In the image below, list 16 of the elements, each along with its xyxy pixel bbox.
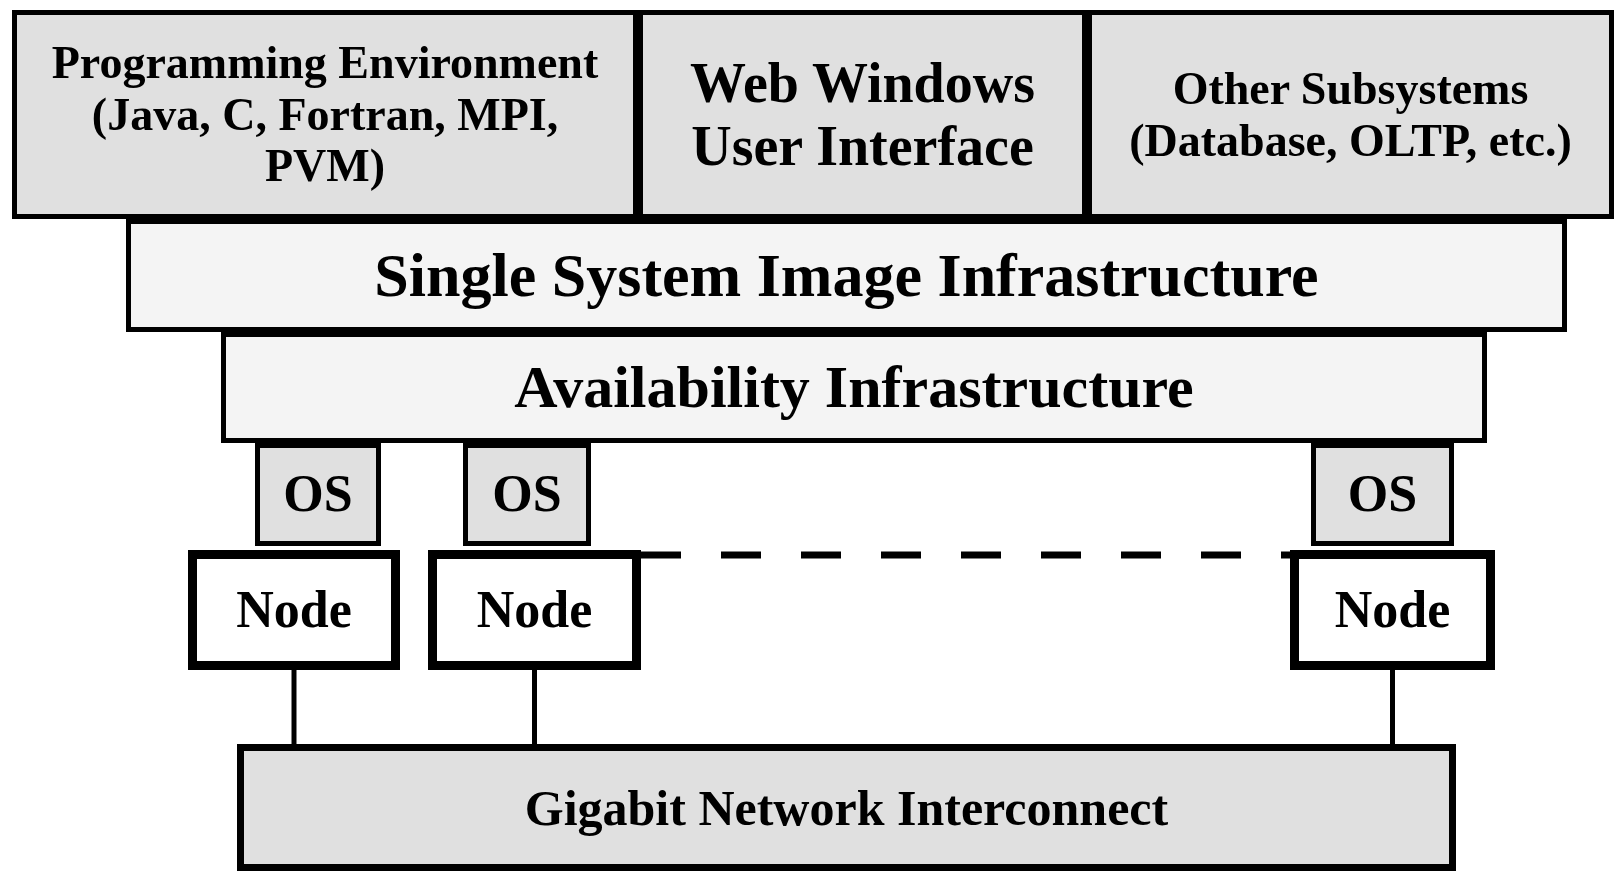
subsystem-box: Web Windows User Interface	[638, 10, 1087, 219]
infrastructure-layer: Availability Infrastructure	[221, 332, 1487, 443]
connector-line	[532, 670, 537, 744]
infrastructure-layer: Single System Image Infrastructure	[126, 219, 1567, 332]
subsystem-box: Programming Environment (Java, C, Fortran, MPI, PVM)	[12, 10, 638, 219]
dashed-line	[641, 551, 1290, 559]
connector-line	[291, 670, 297, 744]
subsystem-box: Other Subsystems (Database, OLTP, etc.)	[1087, 10, 1614, 219]
network-bar: Gigabit Network Interconnect	[237, 744, 1456, 871]
os-box: OS	[463, 443, 591, 546]
node-box: Node	[1290, 550, 1495, 670]
node-box: Node	[428, 550, 641, 670]
node-box: Node	[188, 550, 400, 670]
os-box: OS	[1311, 443, 1454, 546]
connector-line	[1390, 670, 1395, 744]
os-box: OS	[255, 443, 381, 546]
